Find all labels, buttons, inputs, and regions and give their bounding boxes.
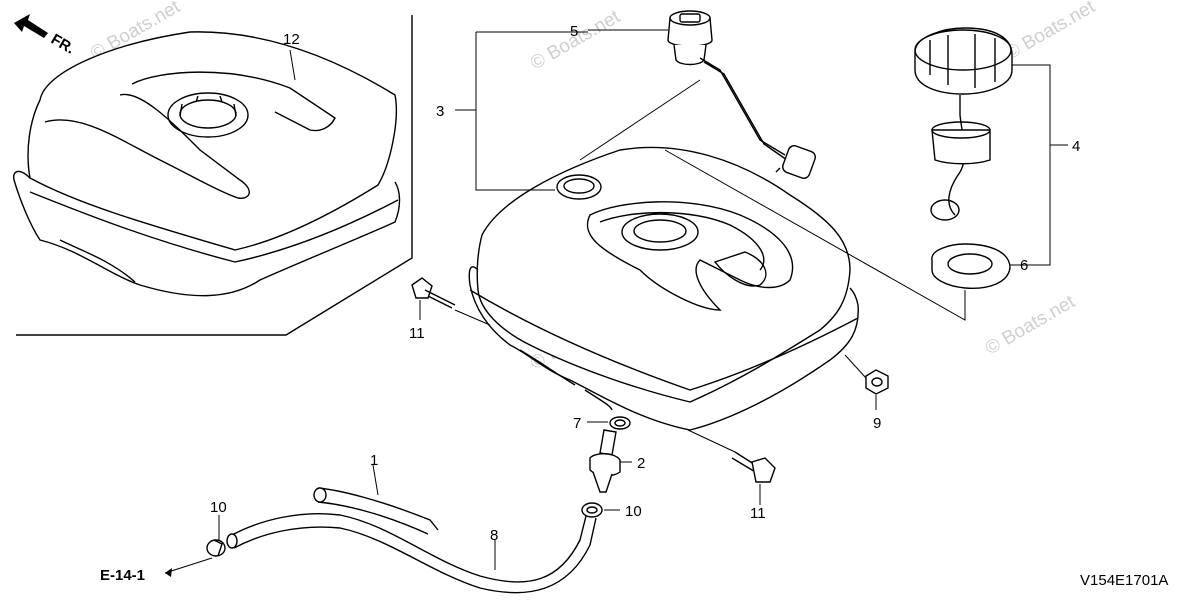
part-10-clamp-right <box>581 502 603 518</box>
callout-6: 6 <box>1020 257 1028 274</box>
callout-10-right: 10 <box>625 503 642 520</box>
part-1-fuel-tube <box>313 487 439 535</box>
callout-7: 7 <box>573 415 581 432</box>
callout-12: 12 <box>283 31 300 48</box>
part-7-washer <box>609 416 631 430</box>
callout-11-lower: 11 <box>750 505 766 522</box>
callout-11-upper: 11 <box>409 325 425 342</box>
part-8-fuel-tube <box>226 513 597 594</box>
watermark-text: © Boats.net <box>527 6 624 74</box>
diagram-reference-code: V154E1701A <box>1080 572 1168 589</box>
callout-8: 8 <box>490 527 498 544</box>
part-2-fuel-cock <box>589 429 621 493</box>
part-6-strainer <box>931 243 1011 289</box>
callout-9: 9 <box>873 415 881 432</box>
callout-2: 2 <box>637 455 645 472</box>
callout-3: 3 <box>436 103 444 120</box>
callout-5: 5 <box>570 23 578 40</box>
callout-10-left: 10 <box>210 499 227 516</box>
inset-border <box>16 15 413 336</box>
watermark-text: © Boats.net <box>982 291 1079 359</box>
part-9-nut <box>865 369 889 395</box>
inset-frame <box>16 15 413 336</box>
front-direction-arrow: FR. <box>14 14 77 58</box>
part-10-clamp-left <box>206 539 226 557</box>
callouts: 12 5 3 4 6 11 9 7 2 1 11 10 10 8 E-14-1 … <box>100 23 1168 589</box>
callout-1: 1 <box>370 452 378 469</box>
part-11-bolt-lower <box>731 451 776 483</box>
part-5-fuel-gauge <box>667 10 816 179</box>
arrow-icon <box>14 14 48 38</box>
part-3-fuel-tank <box>468 146 859 431</box>
part-11-bolt-upper <box>411 277 456 309</box>
callout-4: 4 <box>1072 138 1080 155</box>
page-reference-link[interactable]: E-14-1 <box>100 567 145 584</box>
part-4-fuel-cap <box>914 27 1013 221</box>
watermark-text: © Boats.net <box>1002 0 1099 64</box>
leader-lines <box>164 29 1068 577</box>
part-12-fuel-tank-cover <box>13 31 401 297</box>
front-marker-label: FR. <box>48 31 77 58</box>
